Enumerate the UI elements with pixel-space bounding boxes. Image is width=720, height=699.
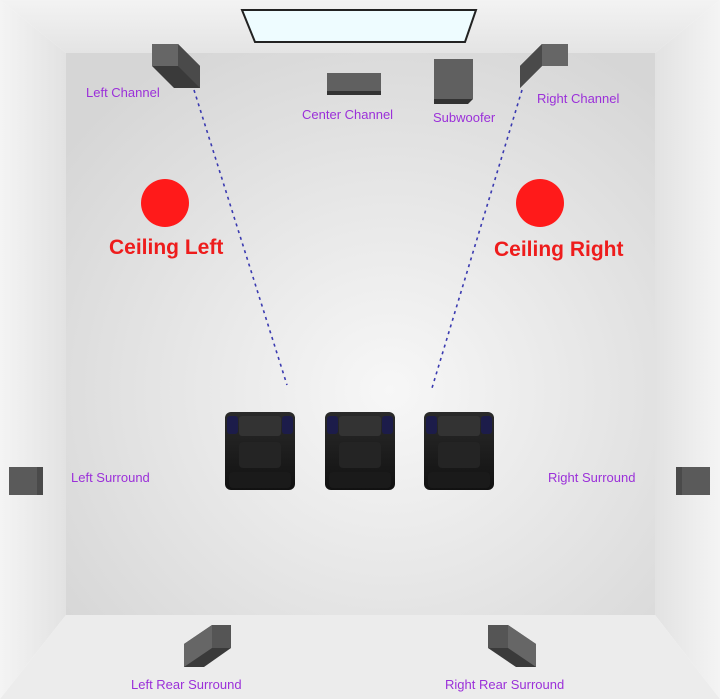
right-wall [655, 0, 720, 699]
right-guide-line [431, 89, 523, 389]
right-surround-label: Right Surround [548, 470, 635, 485]
subwoofer-speaker-icon [434, 59, 473, 104]
theater-seat-icon [424, 412, 494, 490]
left-channel-label: Left Channel [86, 85, 160, 100]
theater-seat-icon [225, 412, 295, 490]
floor [66, 53, 655, 615]
right-channel-speaker-icon [520, 44, 568, 88]
center-channel-speaker-icon [327, 73, 381, 95]
left-wall [0, 0, 66, 699]
center-channel-label: Center Channel [302, 107, 393, 122]
ceiling-right-label: Ceiling Right [494, 238, 624, 261]
left-surround-label: Left Surround [71, 470, 150, 485]
left-surround-speaker-icon [9, 467, 43, 495]
ceiling-right-speaker-icon [516, 179, 564, 227]
left-channel-speaker-icon [152, 44, 200, 88]
ceiling-light-icon [240, 9, 478, 43]
ceiling-left-label: Ceiling Left [109, 236, 223, 259]
right-surround-speaker-icon [676, 467, 710, 495]
subwoofer-label: Subwoofer [433, 110, 496, 125]
left-guide-line [193, 89, 288, 386]
right-rear-surround-label: Right Rear Surround [445, 677, 564, 692]
right-rear-surround-speaker-icon [488, 625, 536, 667]
ceiling-left-speaker-icon [141, 179, 189, 227]
left-rear-surround-label: Left Rear Surround [131, 677, 242, 692]
left-rear-surround-speaker-icon [184, 625, 231, 667]
theater-seat-icon [325, 412, 395, 490]
right-channel-label: Right Channel [537, 91, 619, 106]
bottom-wall [0, 615, 720, 699]
